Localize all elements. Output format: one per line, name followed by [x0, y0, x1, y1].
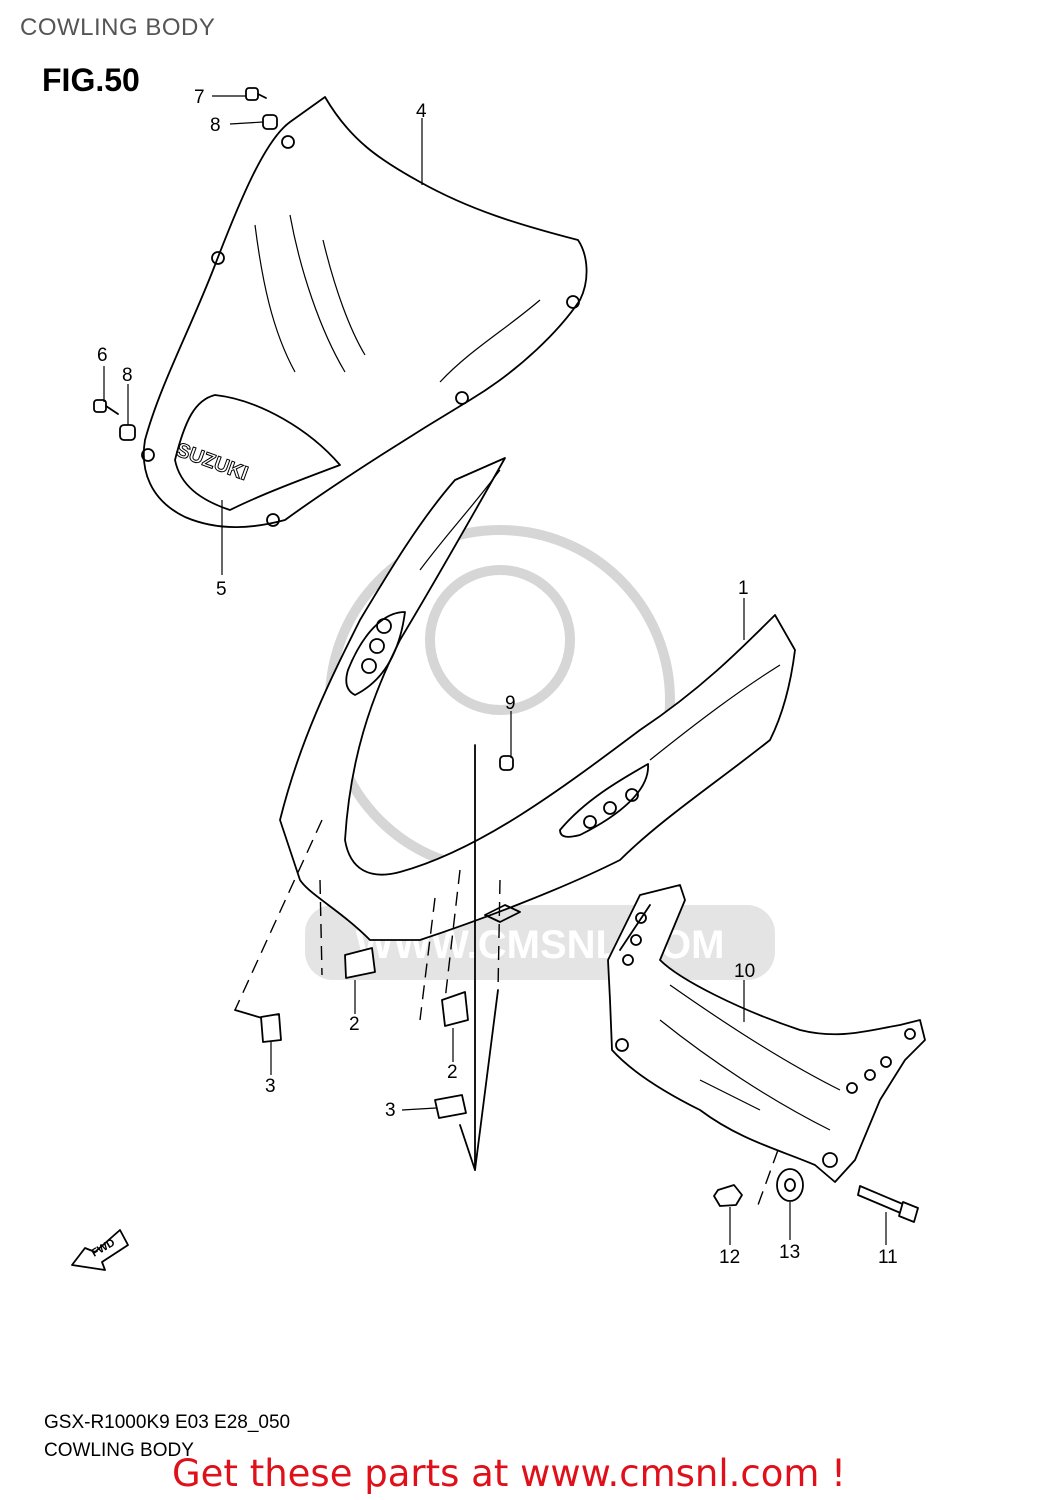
section-name: COWLING BODY: [44, 1440, 194, 1461]
figure-number: FIG.50: [42, 62, 140, 98]
callout-8-top: 8: [210, 115, 221, 136]
callout-2-left: 2: [349, 1014, 360, 1035]
page-title: COWLING BODY: [20, 14, 216, 41]
callout-9: 9: [505, 693, 516, 714]
callout-8-left: 8: [122, 365, 133, 386]
callout-3-right: 3: [385, 1100, 396, 1121]
rubber-9: [499, 755, 514, 771]
well-nut-8-left: [119, 424, 136, 441]
clip-3-right: [434, 1094, 467, 1119]
fwd-arrow-icon: FWD: [71, 1229, 129, 1271]
callout-13: 13: [779, 1242, 800, 1263]
screw-6: [93, 399, 119, 415]
clip-3-left: [260, 1013, 282, 1043]
callout-4: 4: [416, 101, 427, 122]
pad-2-left: [344, 947, 376, 979]
cowling-bracket-part: [607, 884, 926, 1183]
callout-11: 11: [878, 1247, 898, 1268]
screw-7: [245, 87, 267, 101]
callout-5: 5: [216, 579, 227, 600]
callout-10: 10: [734, 961, 755, 982]
well-nut-8-top: [262, 114, 278, 130]
callout-1: 1: [738, 578, 749, 599]
model-code: GSX-R1000K9 E03 E28_050: [44, 1412, 291, 1433]
callout-6: 6: [97, 345, 108, 366]
callout-7: 7: [194, 87, 205, 108]
windscreen-part: SUZUKI: [141, 96, 588, 528]
pad-2-right: [441, 991, 469, 1027]
nut-12: [713, 1184, 743, 1207]
callout-leaders: [103, 95, 887, 1245]
bolt-11: [857, 1185, 919, 1223]
callout-2-right: 2: [447, 1062, 458, 1083]
upper-cowling-part: [279, 457, 796, 941]
callout-3-left: 3: [265, 1076, 276, 1097]
washer-13: [776, 1168, 804, 1202]
promo-link[interactable]: Get these parts at www.cmsnl.com !: [172, 1452, 847, 1495]
callout-12: 12: [719, 1247, 740, 1268]
